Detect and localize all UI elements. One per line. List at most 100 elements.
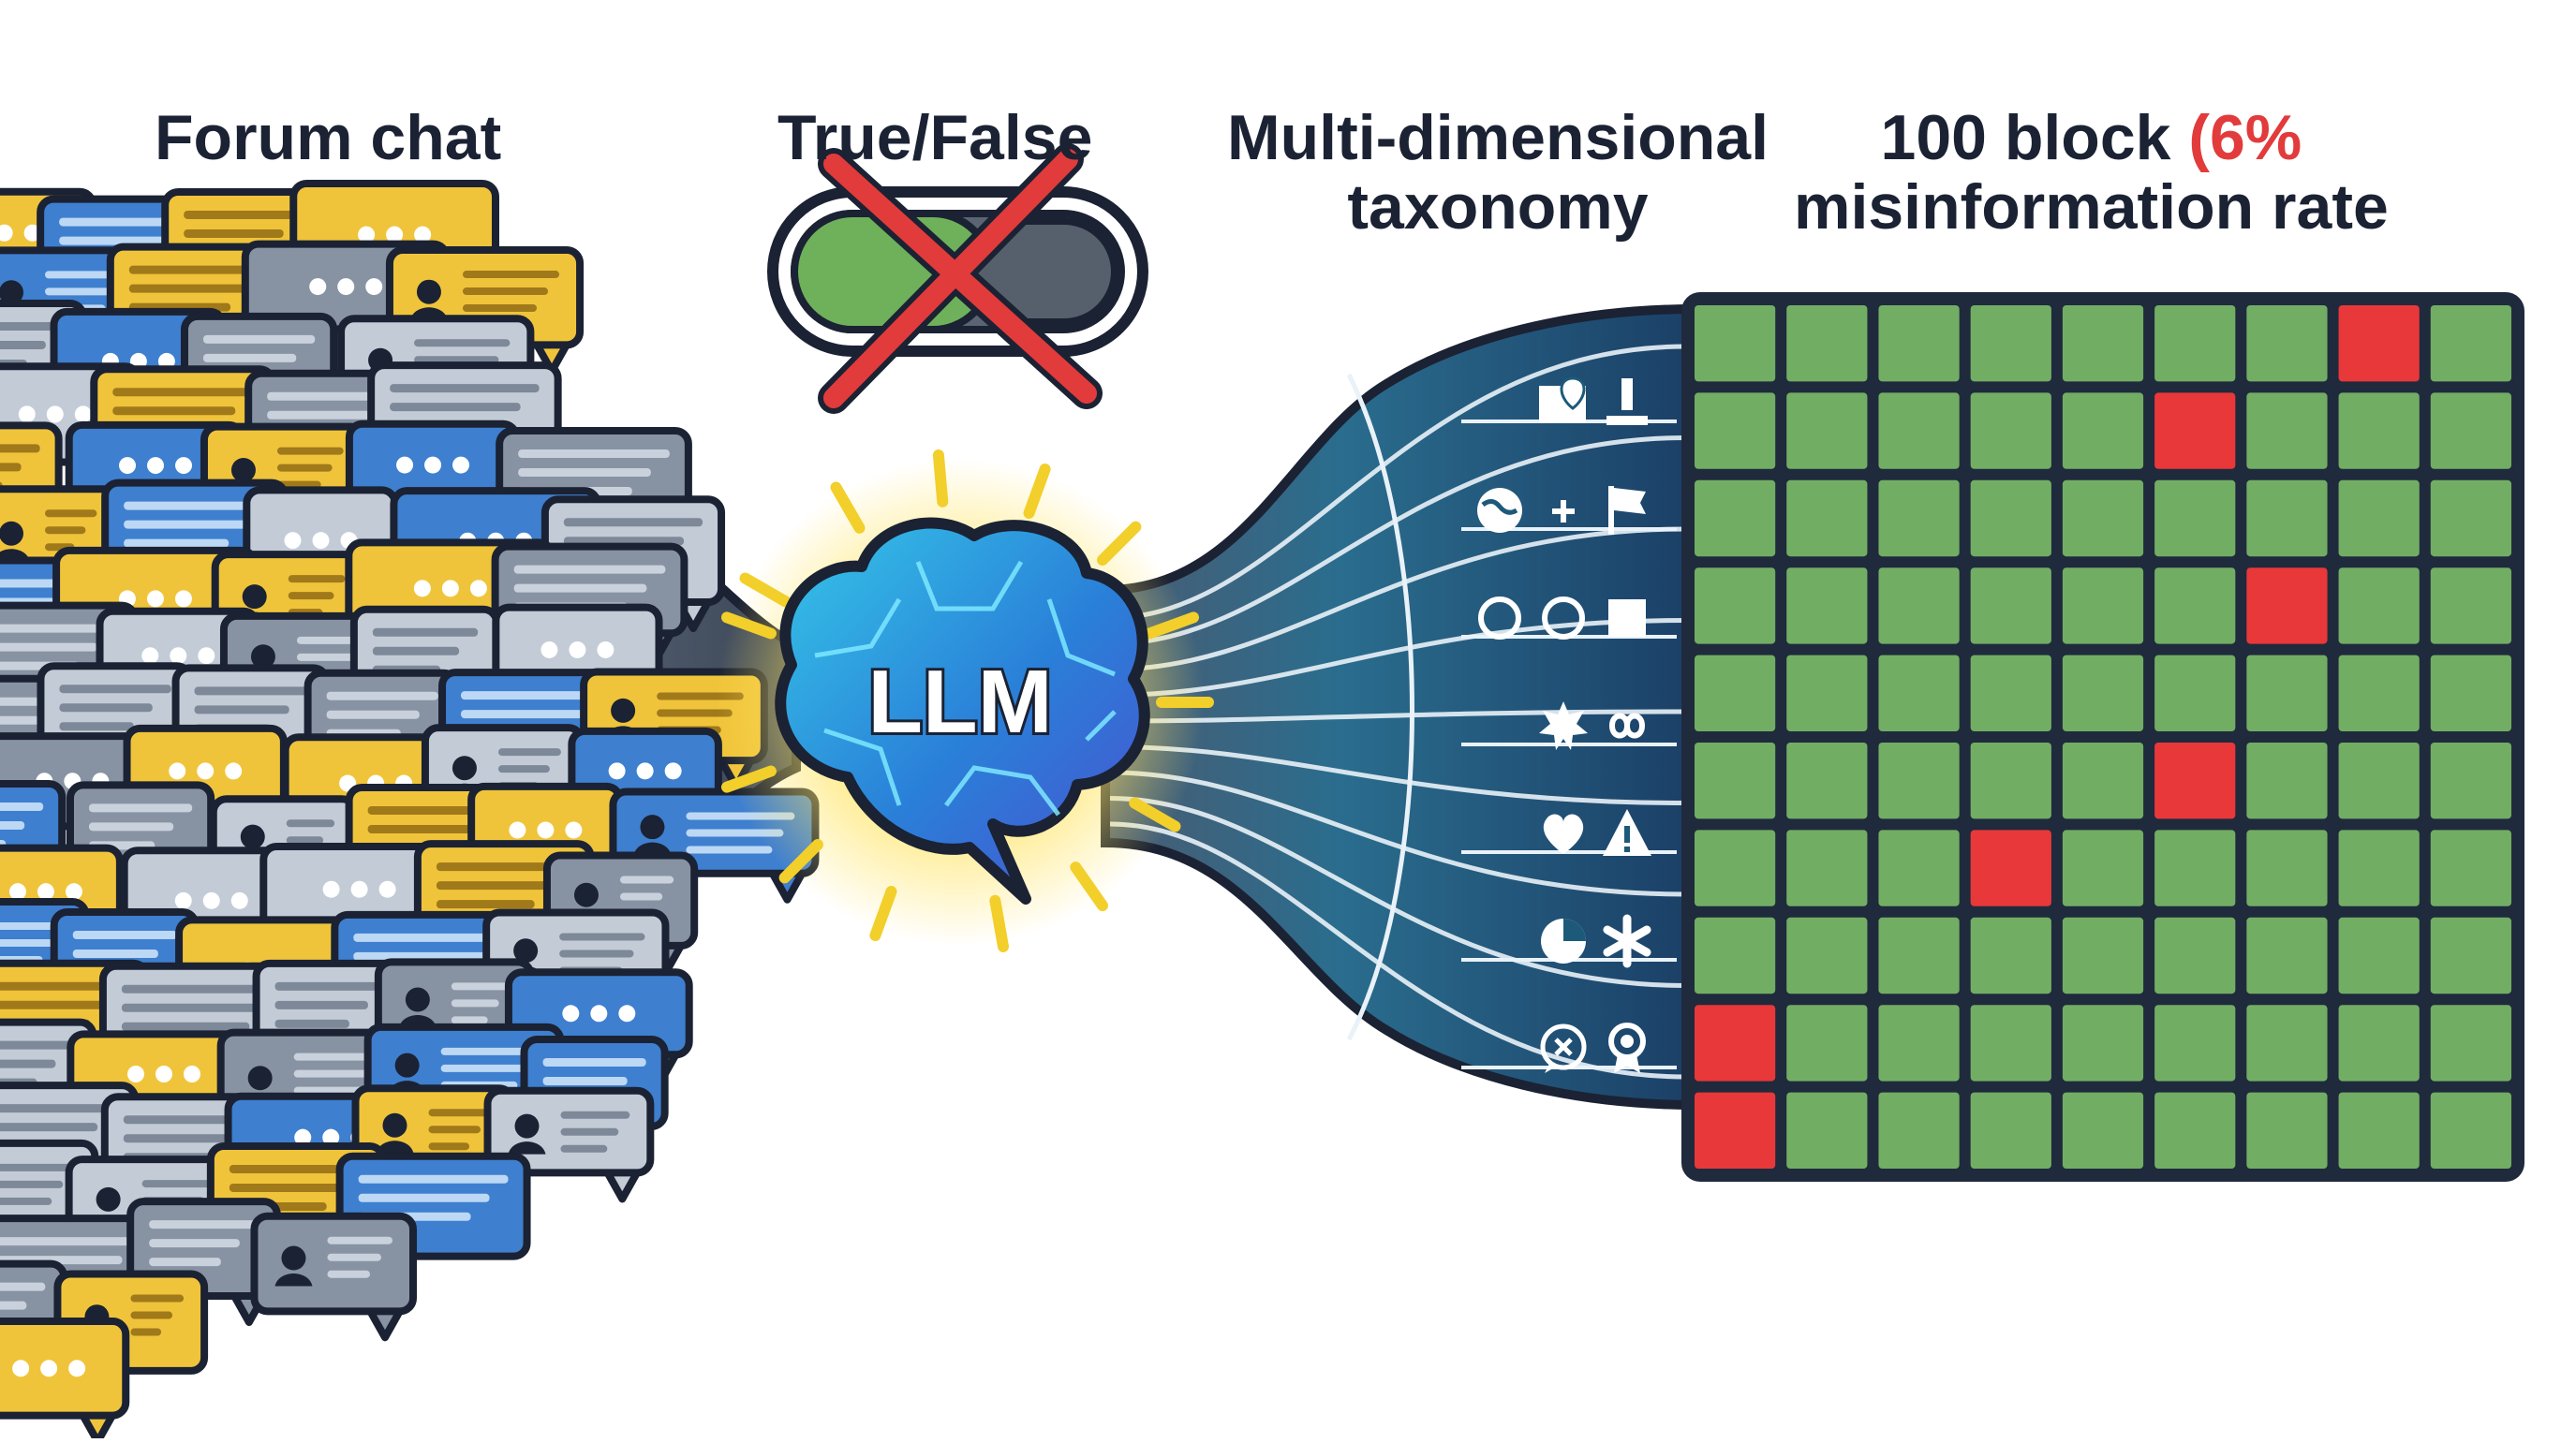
grid-cell — [1695, 917, 1776, 994]
grid-cell — [1970, 917, 2051, 994]
llm-node — [717, 449, 1214, 952]
grid-cell — [1878, 917, 1960, 994]
grid-cell — [1786, 567, 1868, 644]
heading-block-rate: (6% — [2188, 102, 2302, 173]
heading-block: 100 block (6% misinformation rate — [1794, 103, 2389, 242]
grid-cell — [2338, 1005, 2420, 1082]
grid-cell — [1878, 1092, 1960, 1169]
grid-cell — [2338, 830, 2420, 906]
grid-cell — [2338, 567, 2420, 644]
glow-ray — [869, 886, 897, 942]
glow-ray — [830, 481, 866, 534]
glow-ray — [1097, 521, 1142, 566]
grid-cell — [2430, 567, 2511, 644]
grid-cell — [2246, 655, 2328, 731]
grid-cell — [1695, 479, 1776, 557]
funnel-arc — [1346, 373, 1414, 1041]
grid-cell — [1878, 830, 1960, 906]
grid-cell — [1878, 1005, 1960, 1082]
grid-cell-flagged — [2338, 305, 2420, 382]
grid-cell — [1878, 305, 1960, 382]
grid-cell — [1786, 1005, 1868, 1082]
grid-cell-flagged — [1970, 830, 2051, 906]
glow-ray — [778, 839, 823, 884]
grid-cell — [1878, 655, 1960, 731]
grid-cell — [2430, 392, 2511, 469]
grid-cell — [1786, 743, 1868, 819]
chat-bubble-icon — [250, 1212, 418, 1342]
asterisk-icon — [1599, 913, 1655, 969]
grid-cell — [1970, 655, 2051, 731]
grid-cell — [1970, 743, 2051, 819]
glow-ray — [989, 894, 1010, 952]
grid-cell — [2062, 479, 2144, 557]
grid-cell — [2430, 305, 2511, 382]
exclamation-icon — [1599, 375, 1655, 431]
grid-cell — [1878, 743, 1960, 819]
grid-cell — [2154, 305, 2236, 382]
grid-cell — [2430, 917, 2511, 994]
globe-icon — [1472, 482, 1528, 538]
grid-cell — [2154, 655, 2236, 731]
starburst-icon — [1535, 698, 1591, 754]
llm-glow-rays — [720, 449, 1214, 952]
grid-cell — [1695, 305, 1776, 382]
grid-cell — [1878, 479, 1960, 557]
grid-cell — [2154, 1005, 2236, 1082]
llm-label: LLM — [865, 652, 1055, 752]
grid-cell — [1786, 917, 1868, 994]
glow-ray — [1070, 861, 1108, 912]
grid-cell — [1786, 479, 1868, 557]
grid-cell — [1786, 655, 1868, 731]
grid-cell — [2246, 305, 2328, 382]
grid-cell-flagged — [2246, 567, 2328, 644]
circle-icon — [1535, 590, 1591, 646]
grid-cell — [2154, 479, 2236, 557]
infinity-icon — [1599, 698, 1655, 754]
grid-cell — [2246, 392, 2328, 469]
grid-cell — [2154, 567, 2236, 644]
grid-cell — [2154, 917, 2236, 994]
warning-icon — [1599, 805, 1655, 861]
grid-cell — [2246, 830, 2328, 906]
grid-cell — [2430, 830, 2511, 906]
grid-cell — [2062, 917, 2144, 994]
heading-block-line1: 100 block (6% — [1794, 103, 2389, 172]
grid-cell — [2062, 655, 2144, 731]
grid-cell — [2154, 1092, 2236, 1169]
grid-cell — [1970, 305, 2051, 382]
glow-ray — [932, 449, 949, 508]
heading-block-line2: misinformation rate — [1794, 171, 2389, 243]
map-pin-icon — [1535, 375, 1591, 431]
heading-taxonomy-line2: taxonomy — [1347, 171, 1649, 243]
grid-cell — [2338, 479, 2420, 557]
grid-cell — [2338, 743, 2420, 819]
grid-cell — [2246, 479, 2328, 557]
plus-icon — [1535, 482, 1591, 538]
circle-icon — [1472, 590, 1528, 646]
grid-cell — [2246, 743, 2328, 819]
grid-cell — [1970, 567, 2051, 644]
grid-cell — [2338, 392, 2420, 469]
grid-cell — [1695, 567, 1776, 644]
heading-forum-chat: Forum chat — [155, 102, 502, 173]
flag-icon — [1599, 482, 1655, 538]
grid-cell — [2430, 1092, 2511, 1169]
glow-ray — [1144, 611, 1200, 640]
heading-block-count: 100 block — [1880, 102, 2189, 173]
grid-cell — [2154, 830, 2236, 906]
grid-cell — [2338, 1092, 2420, 1169]
grid-cell — [2062, 392, 2144, 469]
grid-cell — [1970, 1092, 2051, 1169]
grid-cell — [1878, 567, 1960, 644]
heading-true-false: True/False — [777, 102, 1093, 173]
glow-ray — [720, 765, 777, 793]
grid-cell — [2062, 567, 2144, 644]
heart-icon — [1535, 805, 1591, 861]
grid-cell — [2338, 917, 2420, 994]
cross-bubble-icon — [1535, 1021, 1591, 1077]
grid-cell — [2246, 1005, 2328, 1082]
grid-cell — [2062, 1092, 2144, 1169]
